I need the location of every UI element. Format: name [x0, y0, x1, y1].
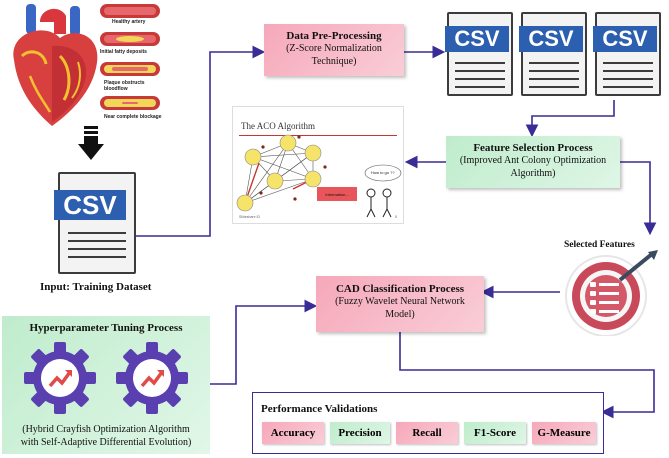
aco-info-box: Information...: [325, 192, 348, 197]
csv-label: CSV: [519, 26, 583, 52]
aco-graph-diagram: Information...: [236, 134, 402, 218]
data-preprocessing-box: Data Pre-Processing (Z-Score Normalizati…: [264, 24, 404, 76]
metric-recall: Recall: [396, 422, 458, 444]
feature-selection-subtitle-2: Algorithm): [510, 168, 556, 179]
metric-accuracy: Accuracy: [262, 422, 324, 444]
metric-precision: Precision: [330, 422, 390, 444]
preprocessing-title: Data Pre-Processing: [286, 30, 382, 42]
csv-output-document-2: CSV: [519, 12, 587, 96]
heart-icon: [13, 4, 160, 126]
artery-label-fatty: Initial fatty deposits: [100, 49, 147, 55]
feature-selection-box: Feature Selection Process (Improved Ant …: [446, 136, 620, 188]
aco-question: How to go ??: [371, 170, 395, 175]
target-checklist-icon: [565, 250, 658, 336]
csv-output-document-3: CSV: [593, 12, 661, 96]
csv-label: CSV: [445, 26, 509, 52]
csv-output-document-1: CSV: [445, 12, 513, 96]
heart-illustration: Healthy artery Initial fatty deposits Pl…: [0, 0, 165, 135]
hyperparameter-subtitle-2: with Self-Adaptive Differential Evolutio…: [20, 437, 192, 448]
heart-to-csv-arrow: [78, 126, 104, 160]
preprocessing-subtitle-2: Technique): [311, 56, 357, 67]
hyperparameter-title: Hyperparameter Tuning Process: [29, 322, 183, 334]
hyperparameter-subtitle: (Hybrid Crayfish Optimization Algorithm: [22, 424, 190, 435]
hyperparameter-tuning-panel: Hyperparameter Tuning Process: [2, 316, 210, 454]
cad-title: CAD Classification Process: [335, 283, 465, 295]
aco-algorithm-panel: The ACO Algorithm Information... How t: [232, 106, 404, 224]
aco-footer-left: Slideshare ID: [239, 215, 261, 219]
artery-label-plaque: Plaque obstructs bloodflow: [104, 80, 145, 92]
cad-classification-box: CAD Classification Process (Fuzzy Wavele…: [316, 276, 484, 332]
feature-selection-title: Feature Selection Process: [473, 142, 593, 154]
performance-title: Performance Validations: [261, 403, 378, 415]
preprocessing-subtitle: (Z-Score Normalization: [286, 43, 382, 54]
cad-subtitle: (Fuzzy Wavelet Neural Network: [335, 296, 465, 307]
metric-g-measure: G-Measure: [532, 422, 596, 444]
gear-icon: [116, 342, 188, 414]
gear-icon: [24, 342, 96, 414]
cad-subtitle-2: Model): [385, 309, 415, 320]
metric-f1-score: F1-Score: [464, 422, 526, 444]
aco-title: The ACO Algorithm: [241, 121, 315, 131]
artery-label-blockage: Near complete blockage: [104, 114, 162, 120]
gear-icons: [24, 342, 188, 414]
training-csv-document: CSV: [54, 172, 136, 274]
training-dataset-caption: Input: Training Dataset: [40, 281, 152, 293]
aco-footer-right: 5: [395, 215, 397, 219]
feature-selection-subtitle: (Improved Ant Colony Optimization: [459, 155, 607, 166]
csv-label: CSV: [593, 26, 657, 52]
selected-features-caption: Selected Features: [564, 240, 635, 250]
csv-label: CSV: [54, 190, 126, 220]
artery-label-healthy: Healthy artery: [112, 19, 146, 25]
